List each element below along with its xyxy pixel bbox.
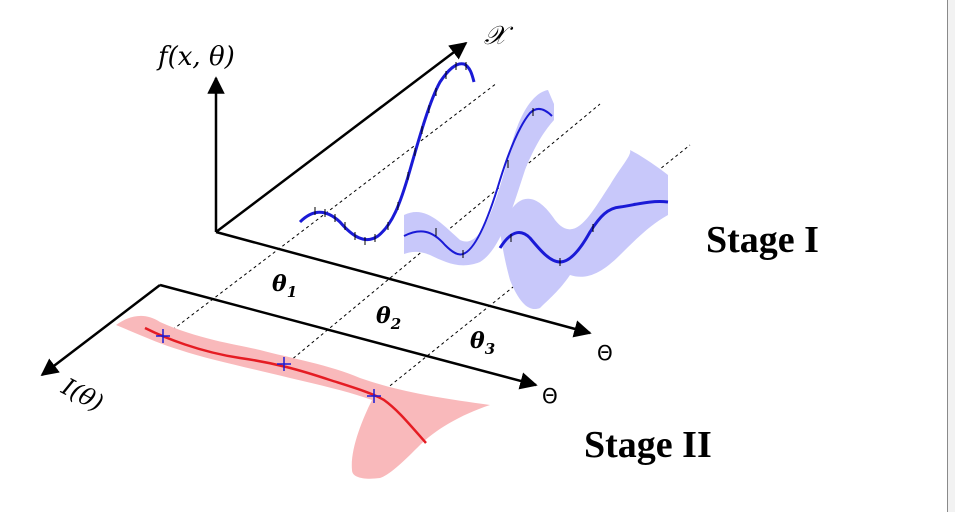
surrogate-curves	[298, 62, 669, 264]
projection-line-theta3	[375, 144, 691, 398]
stage1-label: Stage I	[706, 219, 819, 261]
theta1-name: θ	[272, 271, 287, 297]
surrogate-curve-theta3	[498, 200, 669, 264]
svg-text:θ2: θ2	[376, 303, 401, 333]
theta2-name: θ	[376, 303, 391, 329]
surrogate-band-theta3	[500, 150, 668, 310]
theta-axis-upper-label: Θ	[597, 341, 613, 365]
i-axis-label: I(θ)	[56, 372, 108, 417]
theta3-name: θ	[470, 328, 485, 354]
theta2-label: θ2	[376, 303, 401, 333]
theta1-subscript: 1	[287, 283, 297, 301]
surrogate-curve-theta2	[403, 107, 553, 256]
theta3-label: θ3	[470, 328, 495, 358]
surrogate-observations	[314, 62, 594, 266]
lower-axes	[40, 283, 538, 390]
acquisition-curve	[144, 326, 427, 444]
x-axis-label: 𝒳	[484, 21, 514, 51]
projection-line-theta1	[162, 82, 498, 338]
x-axis	[215, 41, 468, 233]
i-axis	[40, 284, 161, 377]
theta2-subscript: 2	[390, 315, 401, 333]
acquisition-markers	[156, 329, 381, 403]
surrogate-curve-theta1	[298, 62, 476, 242]
right-border	[947, 0, 955, 512]
theta3-subscript: 3	[485, 340, 495, 358]
stage2-label: Stage II	[584, 424, 712, 466]
theta1-label: θ1	[272, 271, 297, 301]
svg-text:θ1: θ1	[272, 271, 297, 301]
svg-text:θ3: θ3	[470, 328, 495, 358]
acquisition-band	[116, 315, 490, 479]
f-axis-label: f(x, θ)	[156, 42, 235, 72]
uncertainty-band-theta3	[500, 150, 668, 310]
theta-axis-lower	[159, 283, 538, 390]
theta-axis-lower-label: Θ	[542, 384, 558, 408]
acquisition-uncertainty-band	[116, 315, 490, 479]
